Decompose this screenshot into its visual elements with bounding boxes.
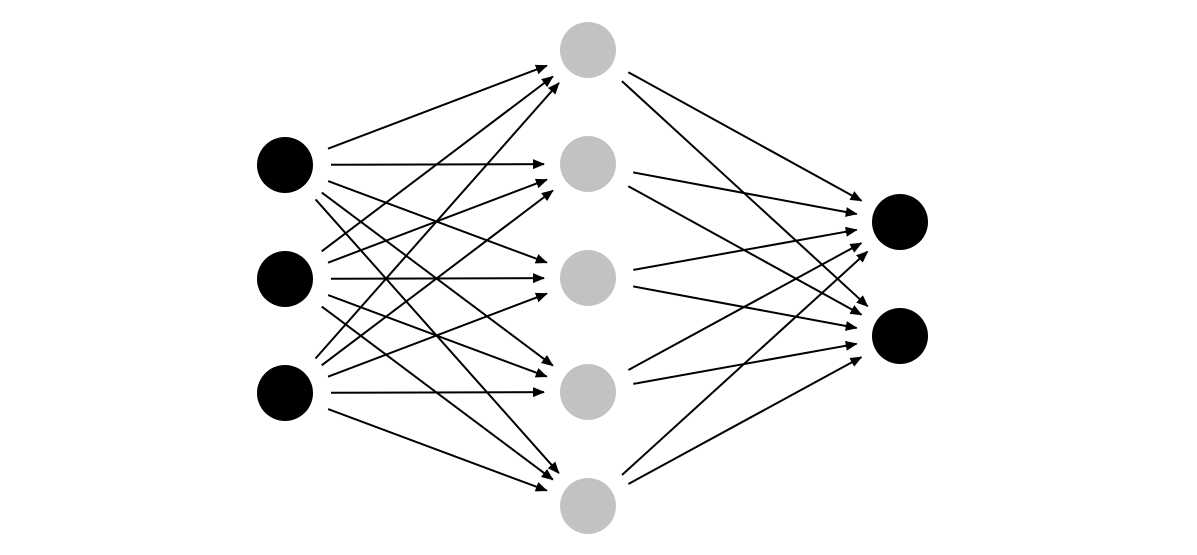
input-node-3 [257, 365, 313, 421]
hidden-node-2 [560, 136, 616, 192]
node-layer [257, 22, 928, 534]
edge-input-3-to-hidden-4 [330, 387, 545, 398]
edge-hidden-4-to-output-1 [627, 242, 863, 371]
output-node-2 [872, 308, 928, 364]
edge-hidden-5-to-output-1 [621, 250, 869, 476]
output-node-1 [872, 194, 928, 250]
edge-input-3-to-hidden-3 [327, 292, 548, 378]
input-node-2 [257, 251, 313, 307]
edge-input-1-to-hidden-1 [327, 64, 548, 150]
edge-input-3-to-hidden-2 [321, 189, 554, 367]
input-node-1 [257, 137, 313, 193]
edge-hidden-3-to-output-1 [633, 226, 858, 271]
hidden-node-5 [560, 478, 616, 534]
edge-hidden-1-to-output-1 [627, 71, 863, 202]
edge-input-3-to-hidden-5 [327, 408, 548, 492]
hidden-node-1 [560, 22, 616, 78]
edge-hidden-5-to-output-2 [627, 356, 863, 485]
edge-layer [314, 64, 869, 492]
hidden-node-4 [560, 364, 616, 420]
hidden-node-3 [560, 250, 616, 306]
edge-input-3-to-hidden-1 [314, 82, 560, 360]
edge-input-2-to-hidden-1 [321, 75, 554, 253]
edge-hidden-2-to-output-1 [633, 171, 858, 217]
